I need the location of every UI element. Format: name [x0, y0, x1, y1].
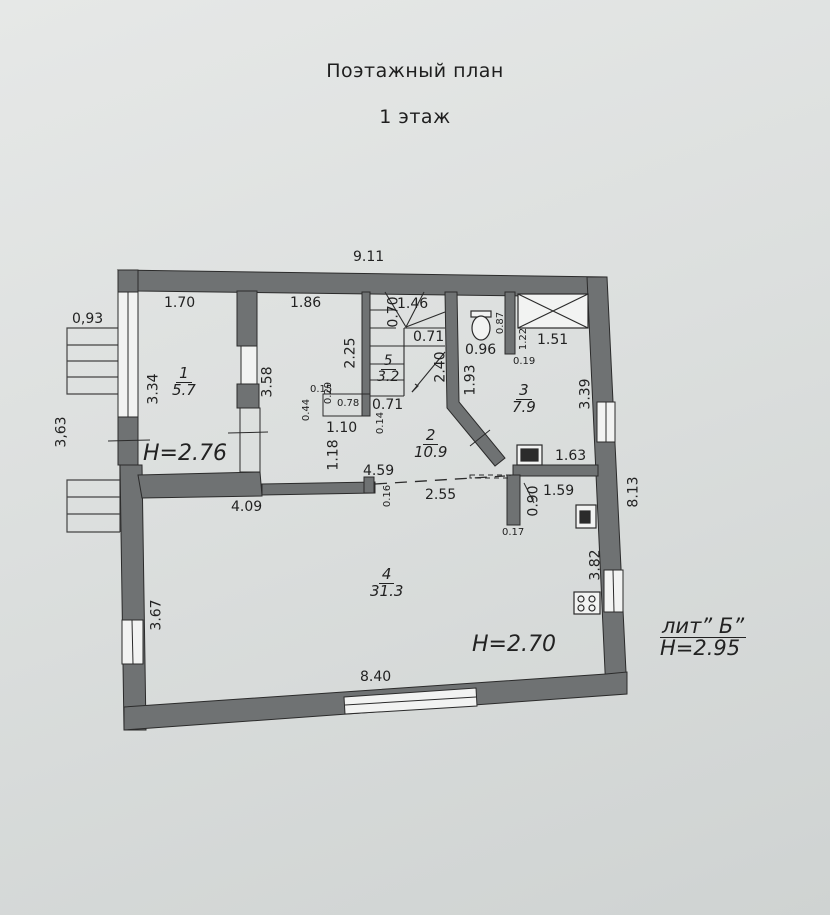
dim-kitchen-w: 1.59: [543, 483, 575, 499]
dim-top-total: 9.11: [353, 249, 385, 265]
legend-lit: лит” Б” H=2.95: [660, 614, 747, 661]
bath-fixtures: [470, 293, 601, 615]
dim-kitchen-d1: 0.90: [525, 485, 542, 517]
dim-wc-d2: 1.22: [518, 327, 530, 351]
dim-hall-d: 2.55: [425, 487, 457, 503]
dim-hall-w: 4.59: [363, 463, 395, 479]
dim-niche-b: 0.29: [323, 381, 335, 405]
legend-height: H=2.95: [660, 636, 741, 661]
interior-walls: [236, 290, 599, 526]
floor-label: 1 этаж: [379, 106, 451, 128]
dim-stair-d3: 2.25: [342, 337, 359, 369]
dim-stair-d1: 0.70: [385, 296, 402, 328]
dim-niche-a: 0.15: [310, 384, 333, 395]
dim-r3-h: 3.39: [577, 378, 594, 410]
dim-wc-d1: 0.87: [495, 311, 507, 335]
dim-wc-w: 0.96: [465, 342, 497, 358]
dim-porch-w: 0,93: [72, 311, 104, 327]
dim-rmid-h: 3.58: [259, 366, 276, 398]
dim-r3-w: 1.63: [555, 448, 587, 464]
height-room-1: H=2.76: [143, 441, 227, 466]
dim-r2-h: 1.18: [325, 439, 342, 471]
dim-left-w: 4.09: [231, 499, 263, 515]
dim-right-total: 8.13: [625, 476, 642, 508]
dim-wc-d3: 0.19: [513, 356, 536, 367]
staircase: [370, 291, 446, 397]
legend-lit-name: лит” Б”: [660, 614, 747, 639]
dim-stair-d2: 0.71: [413, 329, 445, 345]
height-room-4: H=2.70: [472, 632, 556, 657]
dim-stair-d5: 0.71: [372, 397, 404, 413]
dim-niche-f: 1.10: [326, 420, 358, 436]
dim-r1-h: 3.34: [145, 373, 162, 405]
porch-steps: [66, 327, 121, 533]
dim-niche-c: 0.44: [301, 398, 313, 422]
door-marks: [107, 429, 535, 504]
dim-r3-d1: 1.93: [462, 364, 479, 396]
dim-kitchen-d2: 0.17: [502, 527, 525, 538]
dim-stairs-w: 1.46: [397, 296, 429, 312]
hall-boundary: [374, 475, 506, 485]
dim-r1-w: 1.70: [164, 295, 196, 311]
dim-r4-h: 3.82: [587, 549, 604, 581]
windows: [117, 291, 624, 715]
page-title: Поэтажный план: [326, 60, 504, 82]
dim-shower-w: 1.51: [537, 332, 569, 348]
dim-stair-d4: 2.40: [432, 351, 449, 383]
dim-r4-left: 3.67: [148, 599, 165, 631]
dim-niche-e: 0.14: [375, 411, 387, 435]
dim-wall-d: 0.16: [382, 484, 394, 508]
dim-niche-d: 0.78: [337, 398, 360, 409]
dim-porch-h: 3,63: [53, 416, 70, 448]
dim-bottom-w: 8.40: [360, 669, 392, 685]
dim-rmid-w: 1.86: [290, 295, 322, 311]
